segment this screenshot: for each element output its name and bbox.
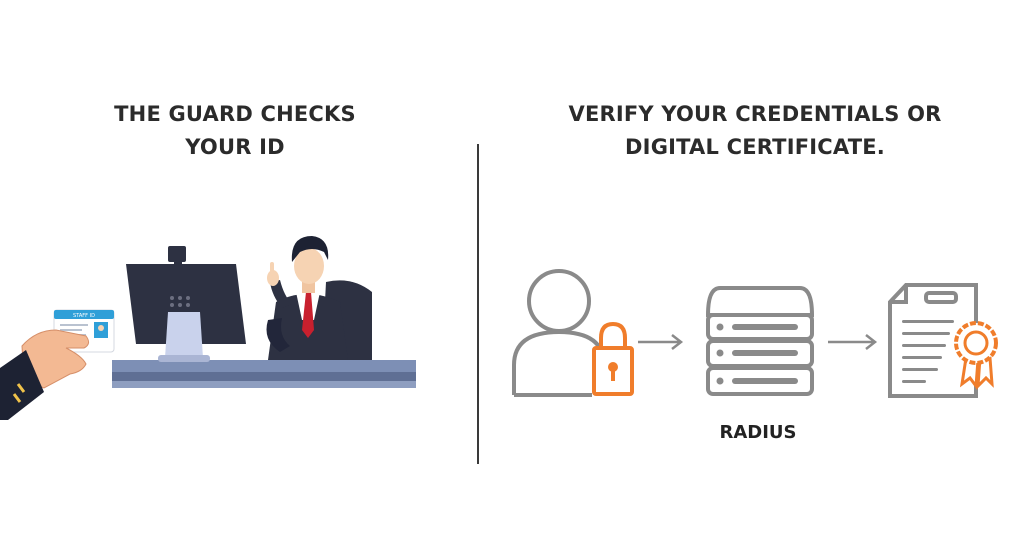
arrow-right-icon-2 [828,334,878,350]
hand-with-id-card: STAFF ID [0,309,115,420]
guard-person [266,236,348,360]
user-with-lock-group [512,269,634,397]
desk [112,360,416,388]
server-icon [705,286,815,396]
server-label: RADIUS [719,422,797,443]
right-heading-line-1: VERIFY YOUR CREDENTIALS OR [568,102,942,126]
padlock-icon [592,321,634,396]
right-heading-line-2: DIGITAL CERTIFICATE. [625,135,885,159]
guard-illustration: STAFF ID [0,236,416,420]
certificate-icon [888,283,998,398]
left-heading: THE GUARD CHECKS YOUR ID [80,98,390,164]
user-icon [512,269,606,397]
left-heading-line-2: YOUR ID [185,135,285,159]
right-heading: VERIFY YOUR CREDENTIALS OR DIGITAL CERTI… [530,98,980,164]
award-badge-icon [954,321,998,391]
panel-divider [477,144,479,464]
monitor [126,246,246,362]
left-heading-line-1: THE GUARD CHECKS [114,102,356,126]
arrow-right-icon [638,334,684,350]
id-card-header: STAFF ID [73,313,95,319]
